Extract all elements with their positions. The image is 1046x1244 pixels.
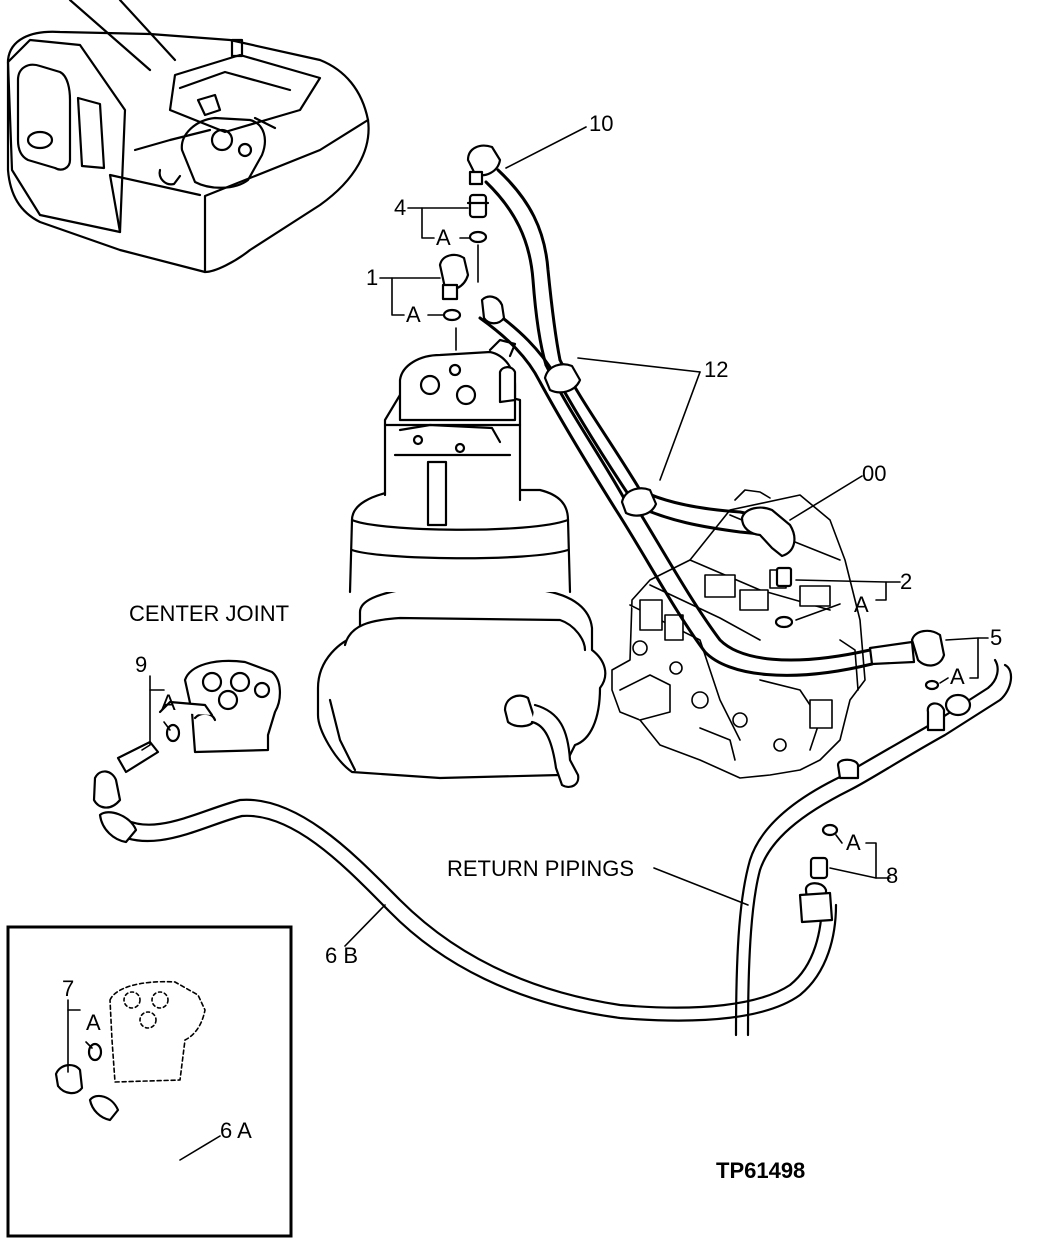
return-pipe-main [734, 658, 1013, 1037]
fitting-4 [466, 193, 490, 244]
inset-detail-box [6, 925, 293, 1238]
leader-lines [67, 126, 989, 1161]
callout-a-8: A [846, 830, 861, 855]
swing-motor-assembly [316, 338, 607, 789]
callout-6b: 6 B [325, 943, 358, 968]
callout-a-7: A [86, 1010, 101, 1035]
callout-2: 2 [900, 569, 912, 594]
fitting-8 [804, 758, 860, 914]
figure-id: TP61498 [716, 1158, 805, 1183]
fitting-hose-10-end [466, 144, 502, 186]
inset-center-joint [109, 980, 206, 1083]
fitting-6b-end [98, 811, 138, 844]
callout-a-2: A [854, 592, 869, 617]
callout-9: 9 [135, 652, 147, 677]
callout-12: 12 [704, 357, 728, 382]
hose-clamp-lower [620, 487, 658, 517]
return-pipe-6b [108, 798, 838, 1022]
excavator-locator-view [6, 0, 370, 274]
callout-6a: 6 A [220, 1118, 252, 1143]
callout-labels: 10 4 A 1 A 12 00 2 A 5 A A 8 9 A 6 B 7 A… [62, 111, 1002, 1183]
hose-10 [484, 168, 772, 537]
fitting-9 [92, 723, 181, 809]
fitting-00-elbow [740, 506, 796, 558]
label-center-joint: CENTER JOINT [129, 601, 289, 626]
callout-a-5: A [950, 664, 965, 689]
label-return-pipings: RETURN PIPINGS [447, 856, 634, 881]
hose-clamp-upper [543, 363, 582, 394]
fitting-drain-hose-end [480, 295, 506, 325]
fitting-5-elbow [868, 629, 972, 732]
callout-a-1: A [406, 302, 421, 327]
center-joint-part [158, 659, 281, 754]
callout-5: 5 [990, 625, 1002, 650]
callout-1: 1 [366, 265, 378, 290]
callout-a-9: A [161, 690, 176, 715]
fitting-return-pipe-8-end [798, 891, 834, 924]
callout-8: 8 [886, 863, 898, 888]
inset-fitting-7 [54, 1042, 120, 1122]
callout-4: 4 [394, 195, 406, 220]
fitting-1-elbow [438, 253, 470, 322]
callout-a-4: A [436, 225, 451, 250]
callout-7: 7 [62, 976, 74, 1001]
callout-00: 00 [862, 461, 886, 486]
callout-10: 10 [589, 111, 613, 136]
fitting-2 [774, 566, 794, 629]
